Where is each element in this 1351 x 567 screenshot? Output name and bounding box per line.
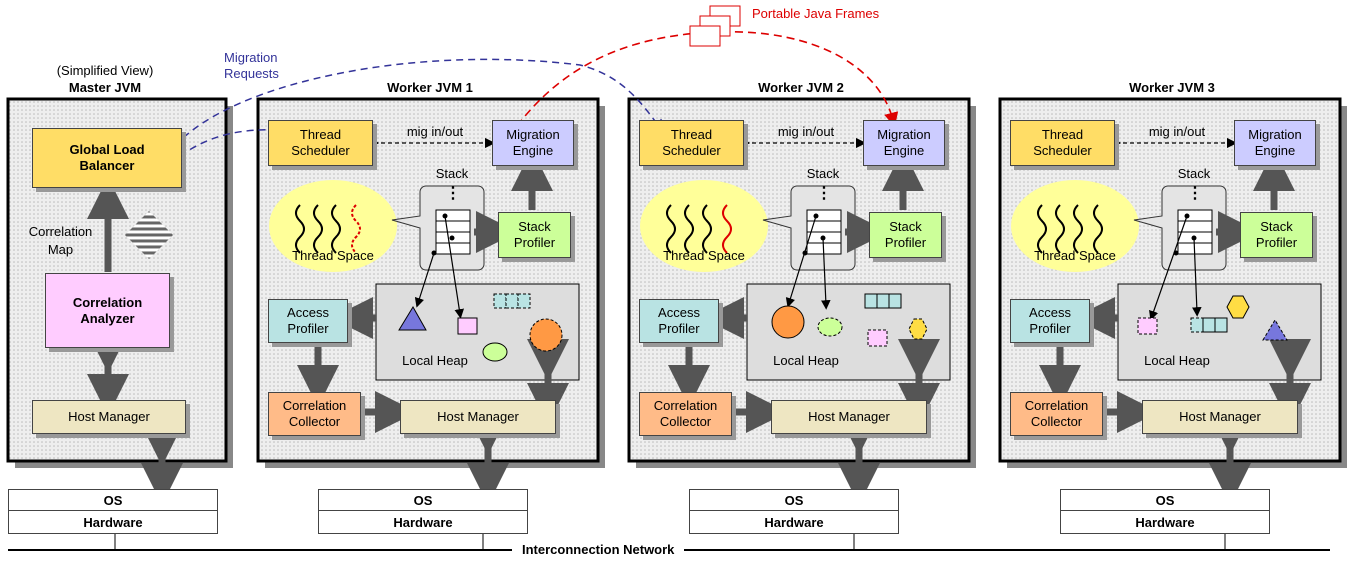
migration-engine: Migration Engine — [492, 120, 574, 166]
worker-title: Worker JVM 2 — [758, 80, 844, 95]
thread-space-area — [640, 180, 768, 272]
worker-hardware: Hardware — [689, 510, 899, 534]
mig-in-out-label: mig in/out — [1148, 124, 1206, 139]
stack-label: Stack — [1177, 166, 1211, 181]
local-heap-label: Local Heap — [1144, 353, 1210, 368]
host-manager: Host Manager — [400, 400, 556, 434]
master-subtitle: (Simplified View) — [56, 63, 154, 78]
migration-engine: Migration Engine — [1234, 120, 1316, 166]
thread-space-label: Thread Space — [663, 248, 745, 263]
worker-title: Worker JVM 1 — [387, 80, 473, 95]
worker-hardware: Hardware — [1060, 510, 1270, 534]
correlation-collector: Correlation Collector — [268, 392, 361, 436]
correlation-collector: Correlation Collector — [639, 392, 732, 436]
thread-space-area — [1011, 180, 1139, 272]
master-host-manager: Host Manager — [32, 400, 186, 434]
host-manager: Host Manager — [1142, 400, 1298, 434]
migration-requests-label: Migration Requests — [224, 50, 279, 81]
stack-profiler: Stack Profiler — [498, 212, 571, 258]
local-heap-label: Local Heap — [402, 353, 468, 368]
stack-dots: ⋮ — [816, 185, 832, 202]
master-title: Master JVM — [68, 80, 142, 95]
mig-in-out-label: mig in/out — [406, 124, 464, 139]
thread-scheduler: Thread Scheduler — [1010, 120, 1115, 166]
stack-dots: ⋮ — [1187, 185, 1203, 202]
worker-hardware: Hardware — [318, 510, 528, 534]
worker-os: OS — [1060, 489, 1270, 511]
stack-label: Stack — [806, 166, 840, 181]
thread-space-area — [269, 180, 397, 272]
worker-os: OS — [318, 489, 528, 511]
thread-space-label: Thread Space — [1034, 248, 1116, 263]
thread-scheduler: Thread Scheduler — [639, 120, 744, 166]
portable-frames-label: Portable Java Frames — [752, 6, 880, 21]
migration-requests-arrow — [174, 58, 664, 147]
migration-engine: Migration Engine — [863, 120, 945, 166]
thread-space-label: Thread Space — [292, 248, 374, 263]
correlation-analyzer: Correlation Analyzer — [45, 273, 170, 348]
worker-os: OS — [689, 489, 899, 511]
access-profiler: Access Profiler — [639, 299, 719, 343]
correlation-collector: Correlation Collector — [1010, 392, 1103, 436]
access-profiler: Access Profiler — [1010, 299, 1090, 343]
access-profiler: Access Profiler — [268, 299, 348, 343]
local-heap-label: Local Heap — [773, 353, 839, 368]
correlation-map-icon — [124, 210, 174, 260]
worker-title: Worker JVM 3 — [1129, 80, 1215, 95]
network-label: Interconnection Network — [512, 542, 685, 557]
portable-frames-icon — [689, 5, 741, 47]
host-manager: Host Manager — [771, 400, 927, 434]
master-os: OS — [8, 489, 218, 511]
thread-scheduler: Thread Scheduler — [268, 120, 373, 166]
stack-dots: ⋮ — [445, 185, 461, 202]
stack-profiler: Stack Profiler — [869, 212, 942, 258]
correlation-map-label: Correlation Map — [28, 224, 93, 257]
mig-in-out-label: mig in/out — [777, 124, 835, 139]
master-hardware: Hardware — [8, 510, 218, 534]
stack-label: Stack — [435, 166, 469, 181]
global-load-balancer: Global Load Balancer — [32, 128, 182, 188]
stack-profiler: Stack Profiler — [1240, 212, 1313, 258]
